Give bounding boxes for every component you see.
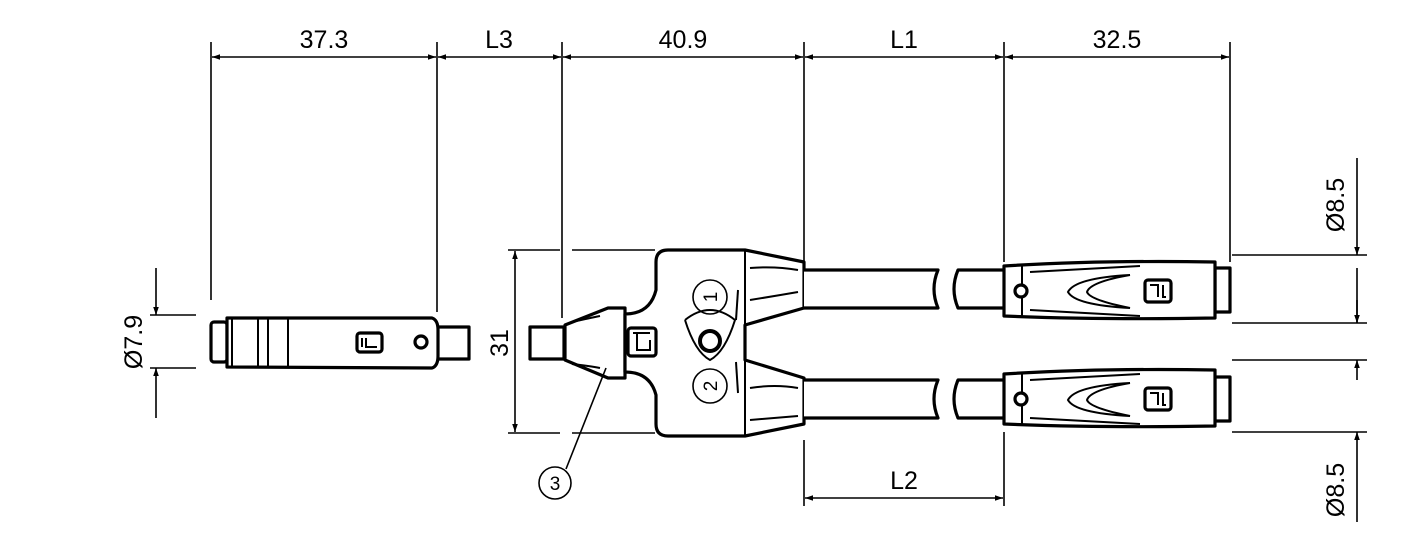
dim-female-diameter-1: Ø8.5	[1322, 178, 1350, 232]
y-splitter: 1 2	[528, 248, 806, 438]
female-connector-1	[1002, 259, 1232, 321]
dim-l3: L3	[485, 26, 513, 54]
right-diameter-dims	[1232, 158, 1367, 522]
callout-1: 1	[701, 292, 722, 303]
callout-circle-2	[692, 368, 728, 404]
dim-male-diameter: Ø7.9	[120, 315, 148, 369]
callout-3: 3	[538, 367, 607, 500]
male-connector	[209, 316, 471, 370]
dim-male-length: 37.3	[300, 26, 349, 54]
dim-female-length: 32.5	[1093, 26, 1142, 54]
l2-dim	[803, 432, 1005, 506]
callout-circle-1	[692, 279, 728, 315]
dim-splitter-length: 40.9	[659, 26, 708, 54]
brand-logo-icon	[355, 331, 384, 354]
splitter-height-dim	[508, 249, 655, 434]
callout-2: 2	[701, 381, 722, 392]
center-hole-icon	[698, 329, 722, 353]
top-extension-lines	[210, 42, 1231, 318]
dim-splitter-height: 31	[486, 329, 514, 357]
female-connector-2	[1002, 367, 1232, 429]
dim-l1: L1	[890, 26, 918, 54]
cables	[804, 268, 1004, 420]
dim-l2: L2	[890, 467, 918, 495]
left-diameter-dim	[150, 268, 196, 418]
dim-female-diameter-2: Ø8.5	[1322, 463, 1350, 517]
callout-3-label: 3	[550, 474, 561, 495]
